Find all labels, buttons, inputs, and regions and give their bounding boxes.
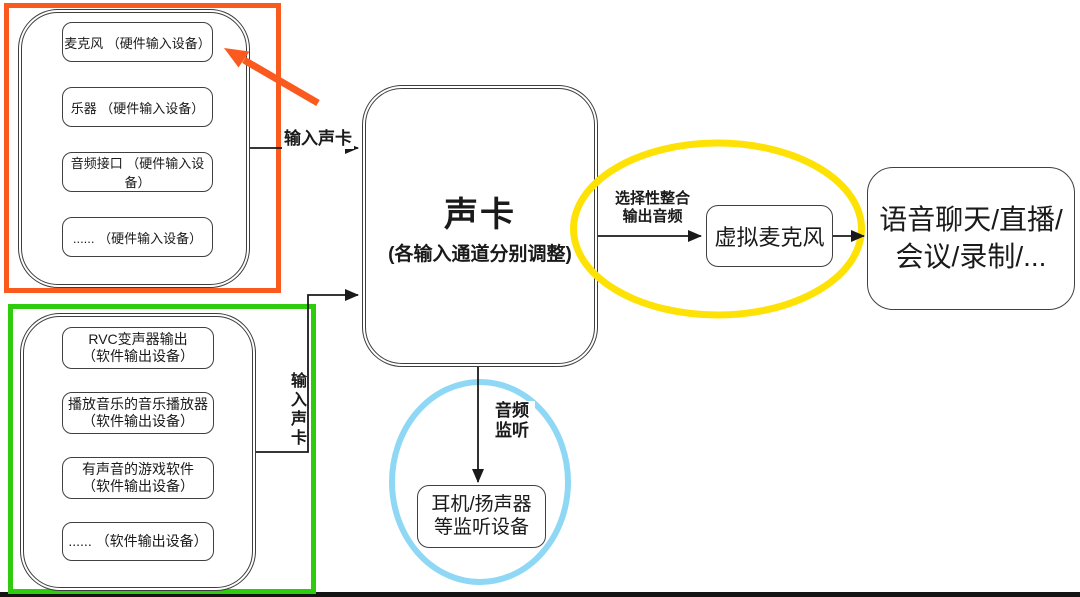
hardware-item-label: 音频接口 （硬件输入设备） (70, 156, 205, 190)
label-monitor-line1: 音频 (495, 401, 529, 420)
apps-box: 语音聊天/直播/ 会议/录制/... (867, 167, 1075, 310)
soundcard-title: 声卡 (444, 195, 516, 234)
label-input-soundcard-side: 输入声卡 (287, 371, 306, 449)
label-selective-line1: 选择性整合 (614, 190, 690, 207)
software-item-line1: RVC变声器输出 (88, 330, 188, 347)
label-monitor-line2: 监听 (495, 421, 529, 441)
software-item-game: 有声音的游戏软件 （软件输出设备） (62, 457, 214, 499)
hardware-item-audio-interface: 音频接口 （硬件输入设备） (62, 152, 213, 192)
label-audio-monitor: 音频 监听 (489, 401, 535, 442)
hardware-item-label: ...... （硬件输入设备） (72, 230, 203, 246)
apps-line1: 语音聊天/直播/ (879, 203, 1063, 235)
software-item-line2: （软件输出设备） (82, 478, 194, 494)
virtual-mic-box: 虚拟麦克风 (706, 205, 833, 267)
apps-line2: 会议/录制/... (895, 240, 1047, 272)
hardware-item-microphone: 麦克风 （硬件输入设备） (62, 22, 213, 62)
software-item-line2: （软件输出设备） (82, 413, 194, 429)
software-item-line2: （软件输出设备） (82, 348, 194, 364)
monitor-device-line2: 等监听设备 (433, 516, 529, 538)
software-item-line1: 有声音的游戏软件 (82, 460, 194, 477)
software-item-music-player: 播放音乐的音乐播放器 （软件输出设备） (62, 392, 214, 434)
blue-circle-highlight (389, 379, 571, 585)
virtual-mic-label: 虚拟麦克风 (714, 225, 825, 250)
soundcard-box: 声卡 (各输入通道分别调整) (362, 85, 598, 367)
hardware-item-instrument: 乐器 （硬件输入设备） (62, 87, 213, 127)
label-selective-line2: 输出音频 (622, 207, 683, 225)
monitor-device-line1: 耳机/扬声器 (431, 493, 532, 515)
software-item-rvc: RVC变声器输出 （软件输出设备） (62, 327, 214, 369)
hardware-item-label: 麦克风 （硬件输入设备） (64, 35, 211, 51)
label-selective-output: 选择性整合 输出音频 (604, 190, 701, 226)
monitor-device-box: 耳机/扬声器 等监听设备 (417, 485, 546, 548)
soundcard-subtitle: (各输入通道分别调整) (388, 243, 572, 265)
software-item-line1: 播放音乐的音乐播放器 (68, 395, 208, 412)
bottom-divider-line (0, 592, 1080, 597)
hardware-item-label: 乐器 （硬件输入设备） (70, 100, 205, 116)
label-input-soundcard-top: 输入声卡 (282, 124, 354, 149)
software-item-line1: ...... （软件输出设备） (68, 532, 208, 549)
software-item-ellipsis: ...... （软件输出设备） (62, 522, 214, 561)
hardware-item-ellipsis: ...... （硬件输入设备） (62, 217, 213, 257)
